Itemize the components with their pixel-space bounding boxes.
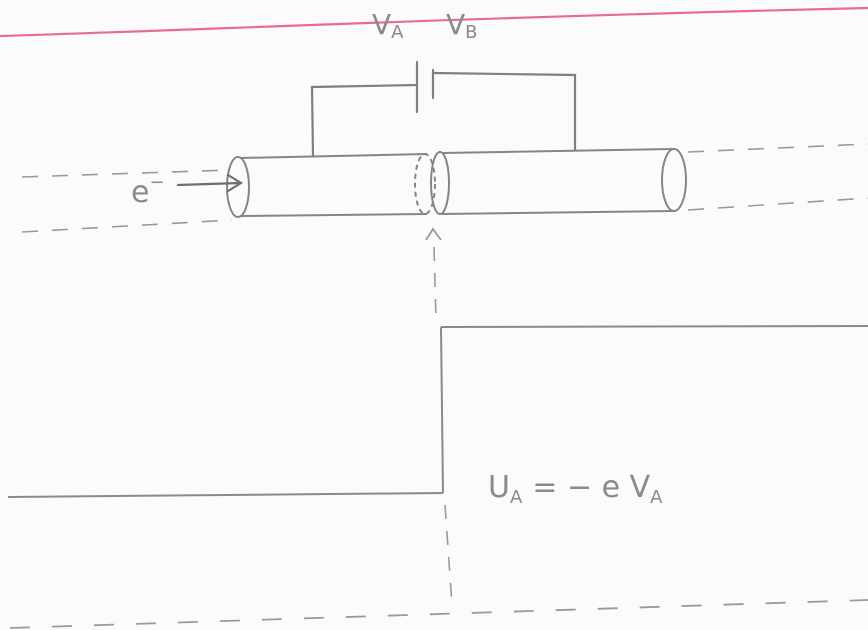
gap-marker — [425, 227, 453, 606]
beam-axis-lines — [21, 143, 868, 233]
electron-label: e− — [131, 172, 165, 210]
cylinder-a — [226, 153, 436, 218]
potential-energy-curve — [7, 325, 868, 498]
voltage-a-label: VA — [372, 8, 404, 43]
electron-arrow — [176, 173, 244, 193]
baseline-dashed — [9, 599, 868, 629]
voltage-b-label: VB — [446, 8, 478, 43]
potential-energy-equation: UA= − e VA — [488, 470, 663, 508]
cylinder-b — [430, 148, 687, 215]
battery-symbol — [310, 60, 577, 157]
page-margin-line — [0, 6, 868, 38]
